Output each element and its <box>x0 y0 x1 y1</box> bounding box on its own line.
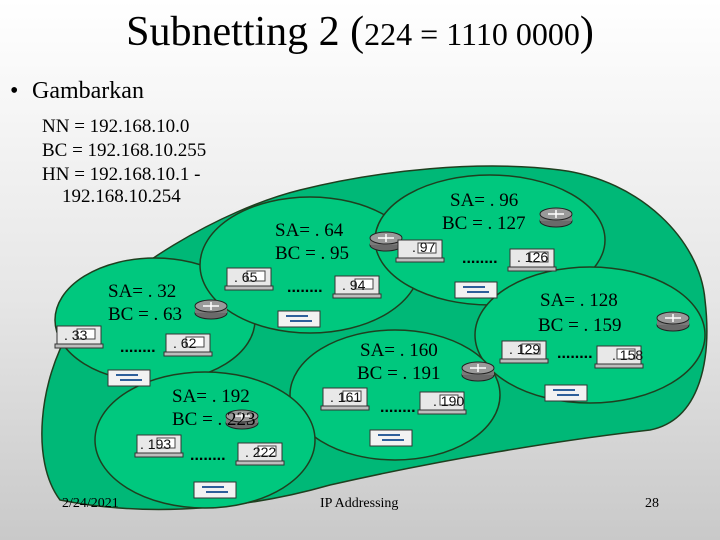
host-94-label: . 94 <box>342 277 366 293</box>
host-158-label: . 158 <box>612 347 643 363</box>
subnet-96-sa: SA= . 96 <box>450 190 518 211</box>
host-161-label: . 161 <box>330 389 361 405</box>
router-icon <box>539 207 573 228</box>
host-65-label: . 65 <box>234 269 258 285</box>
subnet-128-sa: SA= . 128 <box>540 290 618 311</box>
host-129-label: . 129 <box>509 341 540 357</box>
bullet-text: Gambarkan <box>32 78 144 104</box>
broadcast-address: BC = 192.168.10.255 <box>42 140 207 161</box>
router-icon <box>461 361 495 382</box>
subnet-160-sa: SA= . 160 <box>360 340 438 361</box>
subnet-96-bc: BC = . 127 <box>442 213 526 234</box>
router-icon <box>656 311 690 332</box>
title-close: ) <box>579 9 594 55</box>
bullet-marker: • <box>10 78 19 104</box>
footer-date: 2/24/2021 <box>62 496 119 511</box>
router-icon <box>194 299 228 320</box>
subnet-192-bc: BC = . 223 <box>172 409 256 430</box>
host-126-label: . 126 <box>517 249 548 265</box>
ellipsis: ........ <box>462 250 498 267</box>
page-number: 28 <box>645 496 659 511</box>
subnet-64-bc: BC = . 95 <box>275 243 349 264</box>
host-33-label: . 33 <box>64 327 88 343</box>
subnet-160-ellipse <box>289 329 501 461</box>
router-icon <box>369 231 403 252</box>
subnet-192-ellipse <box>94 371 316 509</box>
subnet-160-bc: BC = . 191 <box>357 363 441 384</box>
ellipsis: ........ <box>380 399 416 416</box>
network-number: NN = 192.168.10.0 <box>42 116 190 137</box>
host-range: HN = 192.168.10.1 - <box>42 164 201 185</box>
ellipsis: ........ <box>120 339 156 356</box>
host-97-label: . 97 <box>412 239 436 255</box>
ellipsis: ........ <box>287 279 323 296</box>
switch-icon <box>369 429 413 447</box>
title-mask: 224 = 1110 0000 <box>364 16 580 52</box>
subnet-128-bc: BC = . 159 <box>538 315 622 336</box>
host-range-end: 192.168.10.254 <box>62 186 181 207</box>
switch-icon <box>107 369 151 387</box>
ellipsis: ........ <box>190 447 226 464</box>
subnet-192-sa: SA= . 192 <box>172 386 250 407</box>
host-62-label: . 62 <box>173 335 197 351</box>
host-222-label: . 222 <box>245 444 276 460</box>
footer-title: IP Addressing <box>320 496 399 511</box>
switch-icon <box>193 481 237 499</box>
host-193-label: . 193 <box>140 436 171 452</box>
subnet-32-bc: BC = . 63 <box>108 304 182 325</box>
subnet-128-ellipse <box>474 266 706 404</box>
switch-icon <box>277 310 321 328</box>
title-main: Subnetting 2 ( <box>126 9 365 55</box>
ellipsis: ........ <box>557 345 593 362</box>
subnet-64-sa: SA= . 64 <box>275 220 344 241</box>
switch-icon <box>454 281 498 299</box>
slide-title: Subnetting 2 (224 = 1110 0000) <box>0 8 720 58</box>
switch-icon <box>544 384 588 402</box>
subnet-32-sa: SA= . 32 <box>108 281 176 302</box>
host-190-label: . 190 <box>433 393 464 409</box>
